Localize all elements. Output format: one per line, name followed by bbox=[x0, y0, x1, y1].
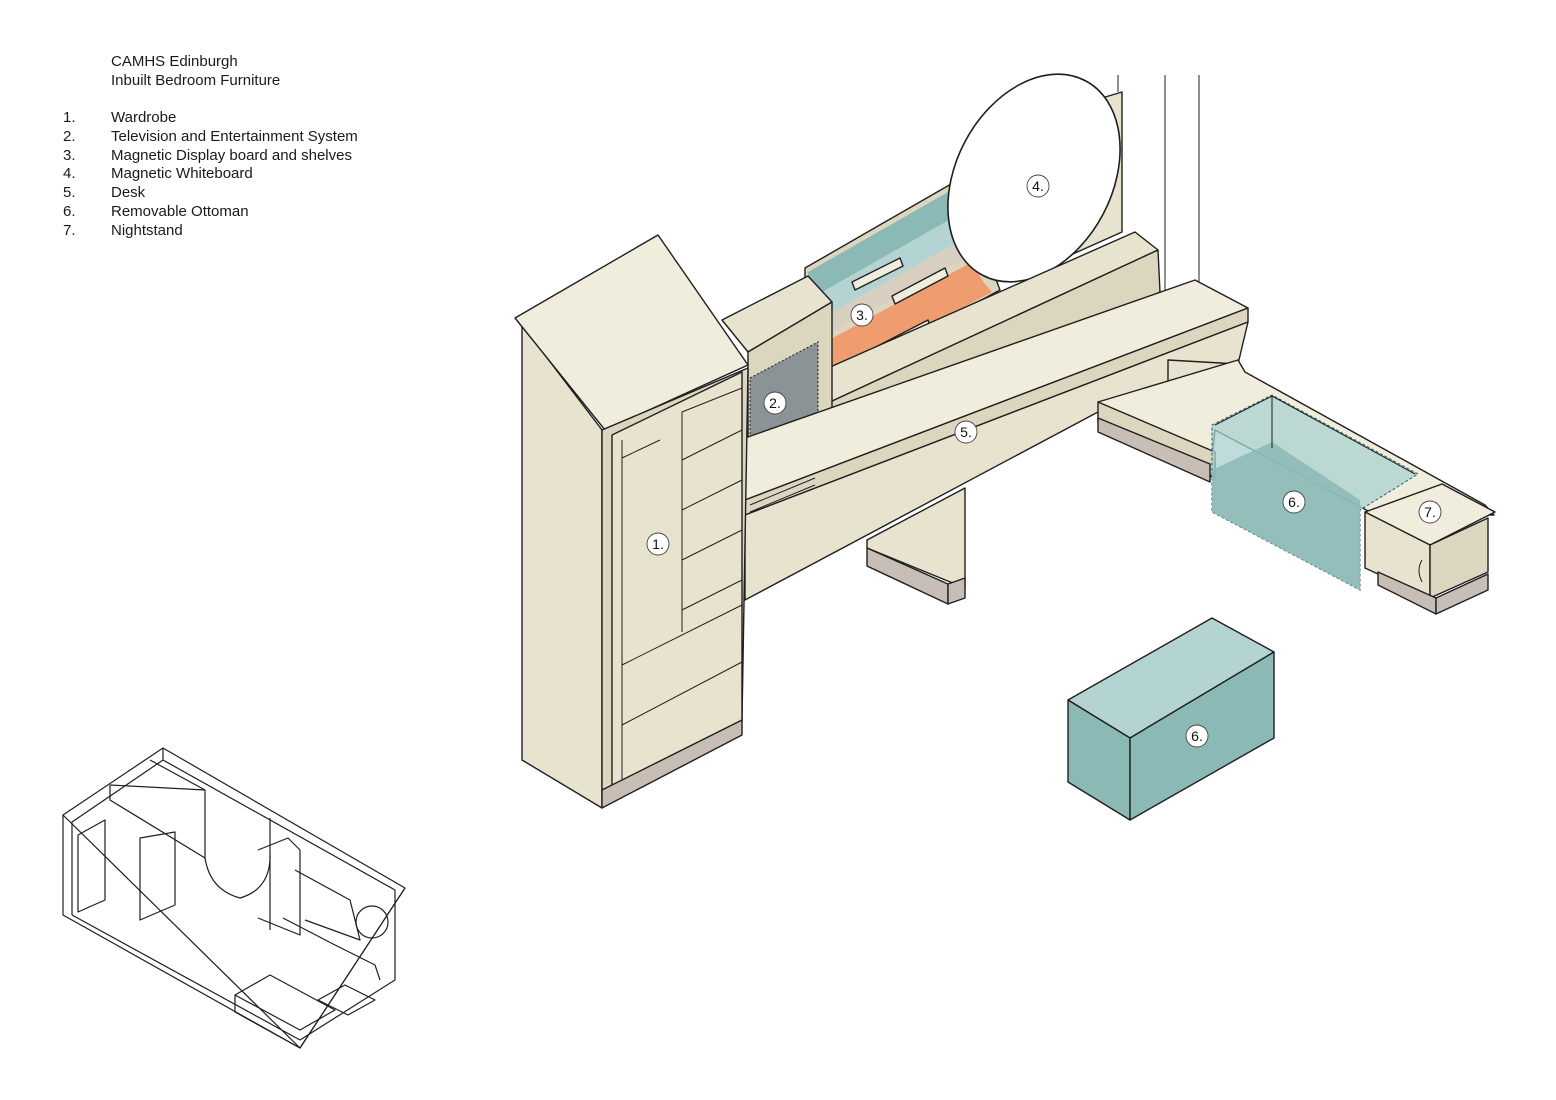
legend-item: 2. Television and Entertainment System bbox=[63, 128, 358, 147]
legend: 1. Wardrobe 2. Television and Entertainmen… bbox=[63, 109, 358, 241]
legend-item: 5. Desk bbox=[63, 184, 358, 203]
wardrobe bbox=[514, 234, 749, 809]
callout-wardrobe-text: 1. bbox=[652, 536, 664, 552]
callout-ottoman-installed: 6. bbox=[1282, 490, 1306, 514]
legend-number: 4. bbox=[63, 165, 76, 183]
callout-display: 3. bbox=[850, 303, 874, 327]
legend-number: 5. bbox=[63, 184, 76, 202]
legend-item: 4. Magnetic Whiteboard bbox=[63, 165, 358, 184]
legend-number: 2. bbox=[63, 127, 76, 145]
legend-item: 1. Wardrobe bbox=[63, 109, 358, 128]
callout-ottoman-installed-text: 6. bbox=[1288, 494, 1300, 510]
callout-nightstand: 7. bbox=[1418, 500, 1442, 524]
legend-label: Wardrobe bbox=[111, 109, 177, 126]
callout-display-text: 3. bbox=[856, 307, 868, 323]
legend-label: Nightstand bbox=[111, 221, 183, 239]
callout-tv: 2. bbox=[763, 391, 787, 415]
callout-ottoman-removed-text: 6. bbox=[1191, 728, 1203, 744]
title-block: CAMHS Edinburgh Inbuilt Bedroom Furnitur… bbox=[111, 52, 280, 90]
callout-nightstand-text: 7. bbox=[1424, 504, 1436, 520]
callout-wardrobe: 1. bbox=[646, 532, 670, 556]
callout-whiteboard-text: 4. bbox=[1032, 178, 1044, 194]
wall-lines bbox=[1117, 75, 1200, 298]
legend-item: 7. Nightstand bbox=[63, 222, 358, 241]
legend-label: Removable Ottoman bbox=[111, 202, 249, 220]
callout-whiteboard: 4. bbox=[1026, 174, 1050, 198]
legend-label: Magnetic Display board and shelves bbox=[111, 146, 352, 164]
legend-item: 3. Magnetic Display board and shelves bbox=[63, 147, 358, 166]
callout-desk: 5. bbox=[954, 420, 978, 444]
legend-number: 6. bbox=[63, 202, 76, 220]
title-line-2: Inbuilt Bedroom Furniture bbox=[111, 72, 281, 89]
legend-number: 7. bbox=[63, 221, 76, 239]
title-line-1: CAMHS Edinburgh bbox=[111, 53, 238, 70]
room-key-plan bbox=[62, 747, 406, 1049]
legend-item: 6. Removable Ottoman bbox=[63, 203, 358, 222]
callout-ottoman-removed: 6. bbox=[1185, 724, 1209, 748]
ottoman-removed bbox=[1067, 617, 1275, 821]
callout-tv-text: 2. bbox=[769, 395, 781, 411]
legend-number: 3. bbox=[63, 146, 76, 164]
legend-label: Magnetic Whiteboard bbox=[111, 165, 253, 183]
legend-number: 1. bbox=[63, 109, 76, 126]
callout-desk-text: 5. bbox=[960, 424, 972, 440]
legend-label: Desk bbox=[111, 184, 146, 202]
ottoman-installed bbox=[1211, 394, 1419, 591]
legend-label: Television and Entertainment System bbox=[111, 127, 358, 145]
desk bbox=[744, 279, 1249, 605]
